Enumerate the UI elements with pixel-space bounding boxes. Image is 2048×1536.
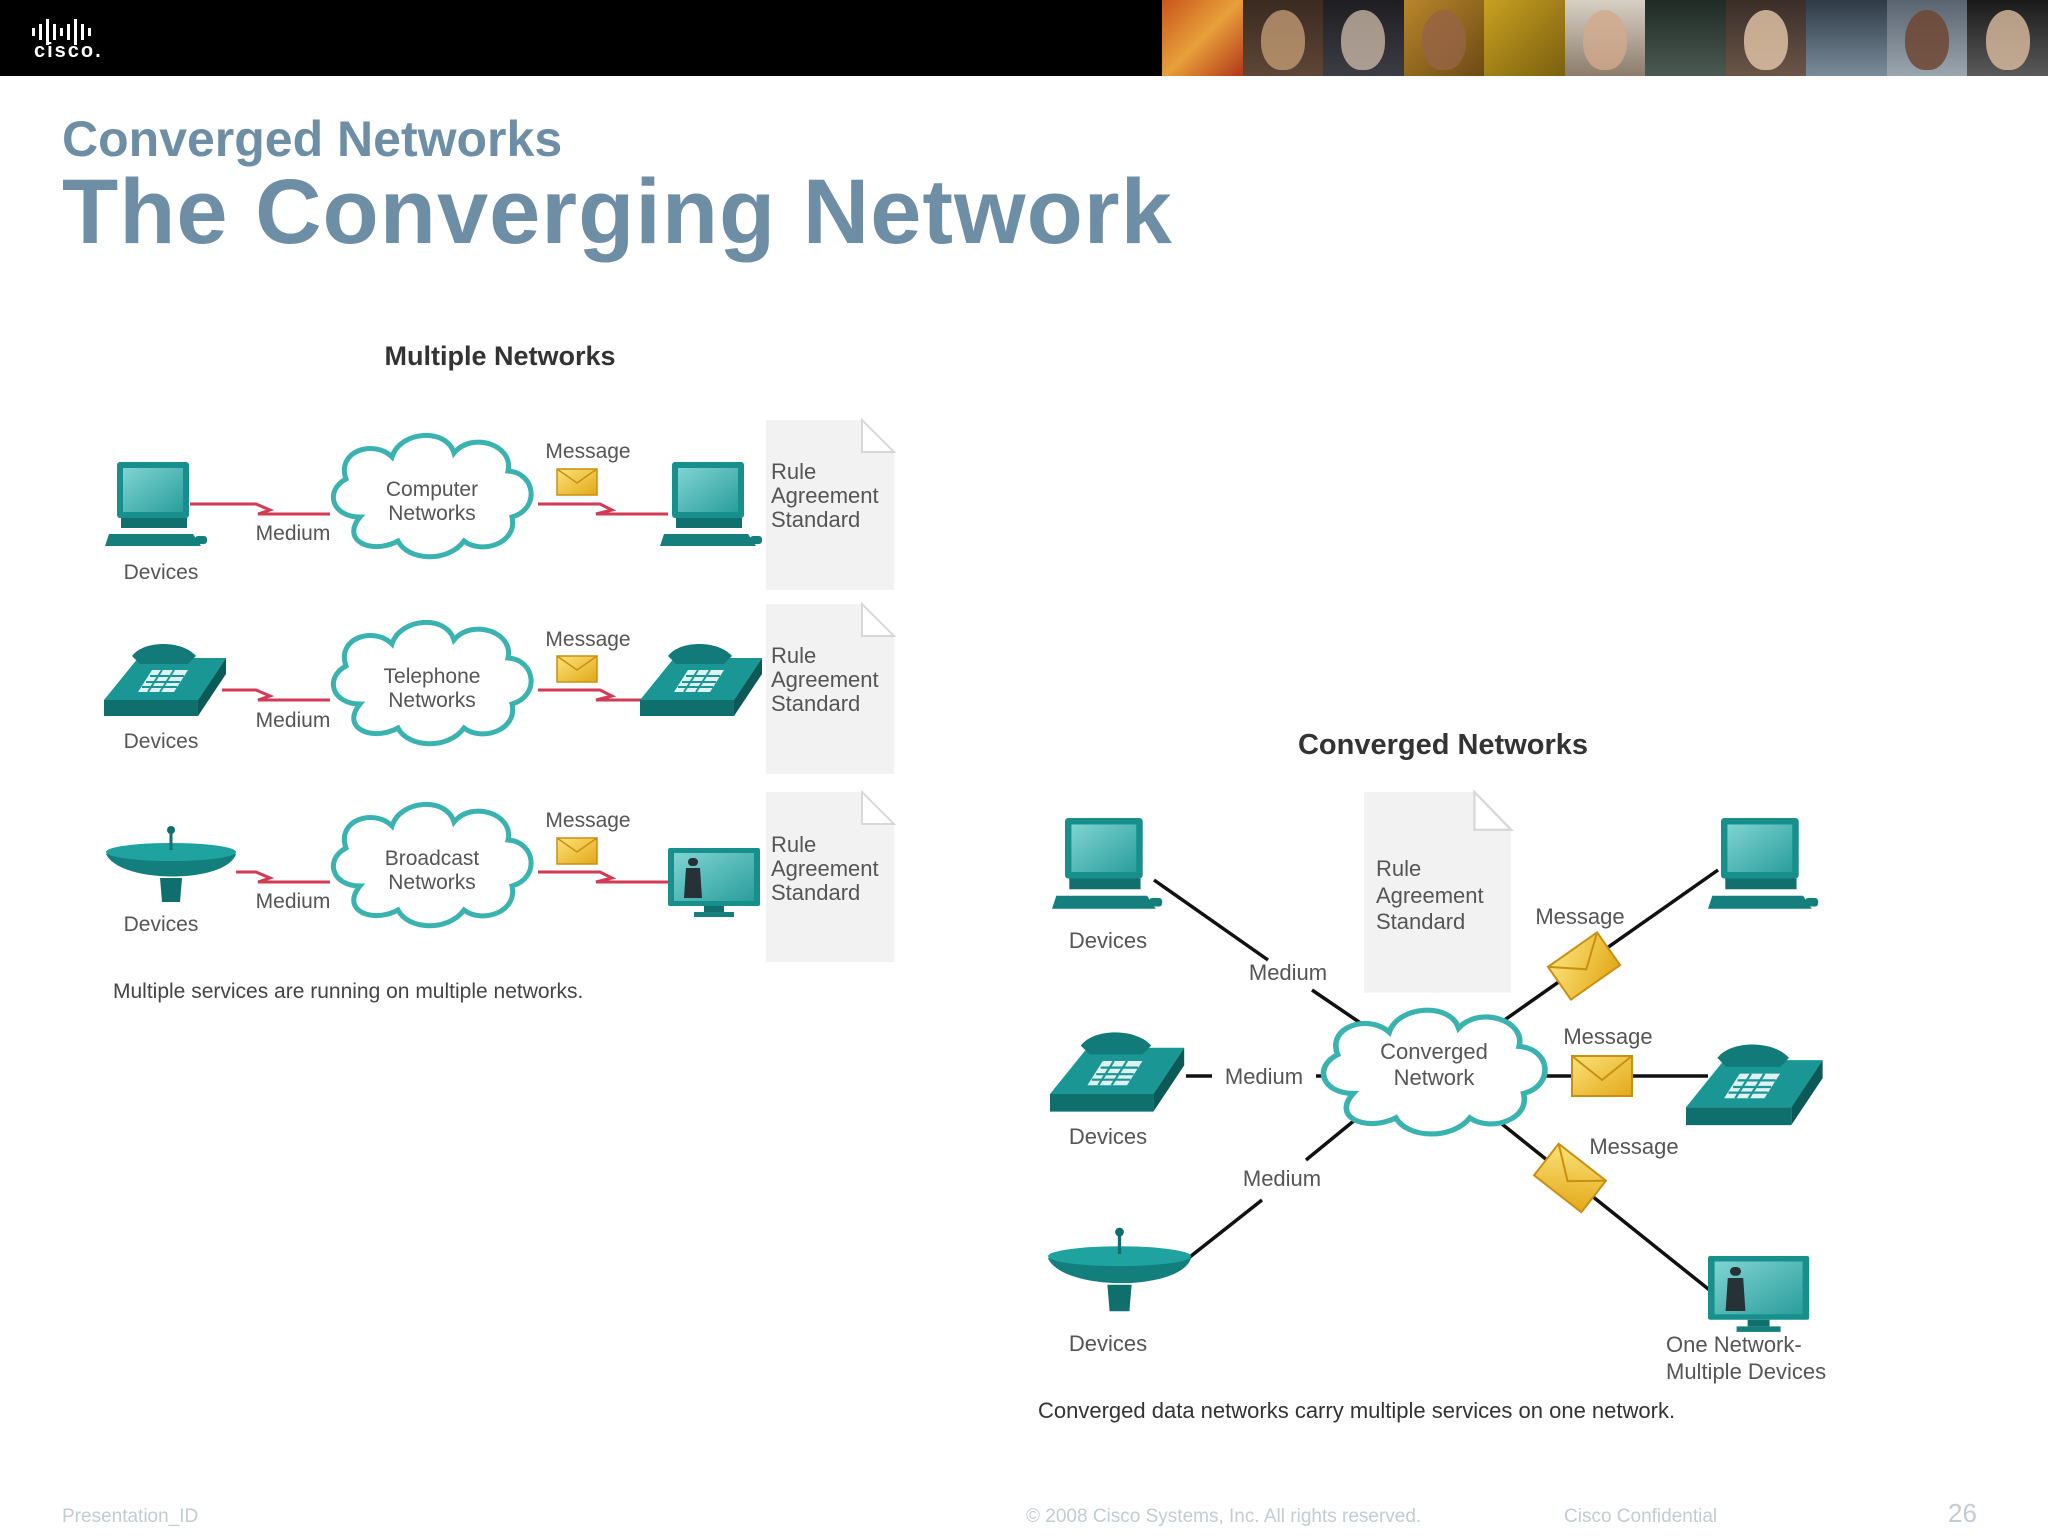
one-network-label: One Network- [1666,1332,1802,1357]
converged-cloud-label: Converged [1380,1039,1488,1064]
medium-label: Medium [256,890,331,913]
rule-text: Standard [1376,909,1465,934]
link-line [1152,878,1270,962]
multiple-networks-heading: Multiple Networks [384,341,615,371]
medium-line [538,870,668,884]
slide-subtitle: Converged Networks [62,111,563,167]
medium-line [190,502,330,516]
rule-text: Standard [771,507,860,532]
satellite-dish-icon [104,824,238,904]
rule-text: Rule [771,643,816,668]
link-line [1184,1198,1264,1262]
photo-tile [1886,0,1968,76]
converged-cloud-label: Network [1394,1065,1476,1090]
rule-text: Agreement [771,667,879,692]
message-envelope-icon [1546,931,1622,1001]
medium-line [538,502,668,516]
message-envelope-icon [556,468,598,496]
photo-tile [1162,0,1243,76]
photo-tile [1484,0,1565,76]
footer-presentation-id: Presentation_ID [62,1506,199,1527]
cloud-label: Networks [388,502,476,525]
message-label: Message [1563,1024,1652,1049]
link-line [1311,988,1363,1026]
photo-strip [1162,0,2048,76]
medium-label: Medium [256,522,331,545]
computer-icon [660,462,762,546]
phone-icon [103,643,227,717]
medium-line [538,688,652,702]
converged-networks-caption: Converged data networks carry multiple s… [1038,1398,1675,1423]
row-broadcast-networks: Broadcast Networks Message Medium Device… [104,791,895,963]
rule-text: Standard [771,691,860,716]
message-label: Message [545,809,630,832]
slide-title: The Converging Network [62,161,1173,263]
cloud-label: Networks [388,871,476,894]
phone-icon [1684,1043,1824,1127]
cloud-label: Networks [388,689,476,712]
message-label: Message [1589,1134,1678,1159]
converged-networks-heading: Converged Networks [1298,729,1588,761]
medium-label: Medium [1225,1064,1303,1089]
row-telephone-networks: Telephone Networks Message Medium Device… [103,603,895,775]
photo-tile [1967,0,2048,76]
devices-label: Devices [1069,928,1147,953]
page-number: 26 [1948,1498,1977,1528]
message-label: Message [1535,904,1624,929]
multiple-networks-caption: Multiple services are running on multipl… [113,980,583,1003]
medium-label: Medium [256,709,331,732]
rule-text: Rule [771,459,816,484]
devices-label: Devices [124,561,199,584]
medium-label: Medium [1243,1166,1321,1191]
phone-icon [639,643,763,717]
link-line [1490,1114,1714,1294]
cloud-label: Telephone [384,665,481,688]
photo-tile [1645,0,1726,76]
tv-icon [668,848,760,917]
photo-tile [1242,0,1324,76]
row-computer-networks: Computer Networks Message Medium Devices… [105,419,895,591]
computer-icon [1052,818,1163,909]
photo-tile [1806,0,1887,76]
phone-icon [1048,1031,1186,1113]
rule-text: Agreement [771,856,879,881]
medium-label: Medium [1249,960,1327,985]
rule-text: Rule [771,832,816,857]
photo-tile [1564,0,1646,76]
computer-icon [1708,818,1819,909]
photo-tile [1725,0,1807,76]
photo-tile [1403,0,1485,76]
devices-label: Devices [1069,1124,1147,1149]
rule-text: Rule [1376,856,1421,881]
footer-copyright: © 2008 Cisco Systems, Inc. All rights re… [1026,1506,1422,1527]
message-envelope-icon [556,655,598,683]
message-envelope-icon [556,837,598,865]
medium-line [222,688,330,702]
rule-text: Agreement [771,483,879,508]
photo-tile [1323,0,1404,76]
message-envelope-icon [1571,1055,1633,1097]
message-label: Message [545,440,630,463]
top-banner: cisco. [0,0,2048,76]
satellite-dish-icon [1046,1225,1193,1313]
rule-text: Standard [771,880,860,905]
footer-confidential: Cisco Confidential [1564,1506,1718,1527]
one-network-label: Multiple Devices [1666,1359,1826,1384]
tv-icon [1708,1256,1810,1332]
devices-label: Devices [124,913,199,936]
converged-links [1152,868,1720,1294]
cisco-logo-icon [32,19,91,45]
medium-line [236,870,330,884]
rule-text: Agreement [1376,883,1484,908]
devices-label: Devices [124,730,199,753]
cisco-wordmark: cisco. [34,40,103,62]
cloud-label: Computer [386,478,478,501]
cloud-label: Broadcast [385,847,480,870]
message-label: Message [545,628,630,651]
devices-label: Devices [1069,1331,1147,1356]
